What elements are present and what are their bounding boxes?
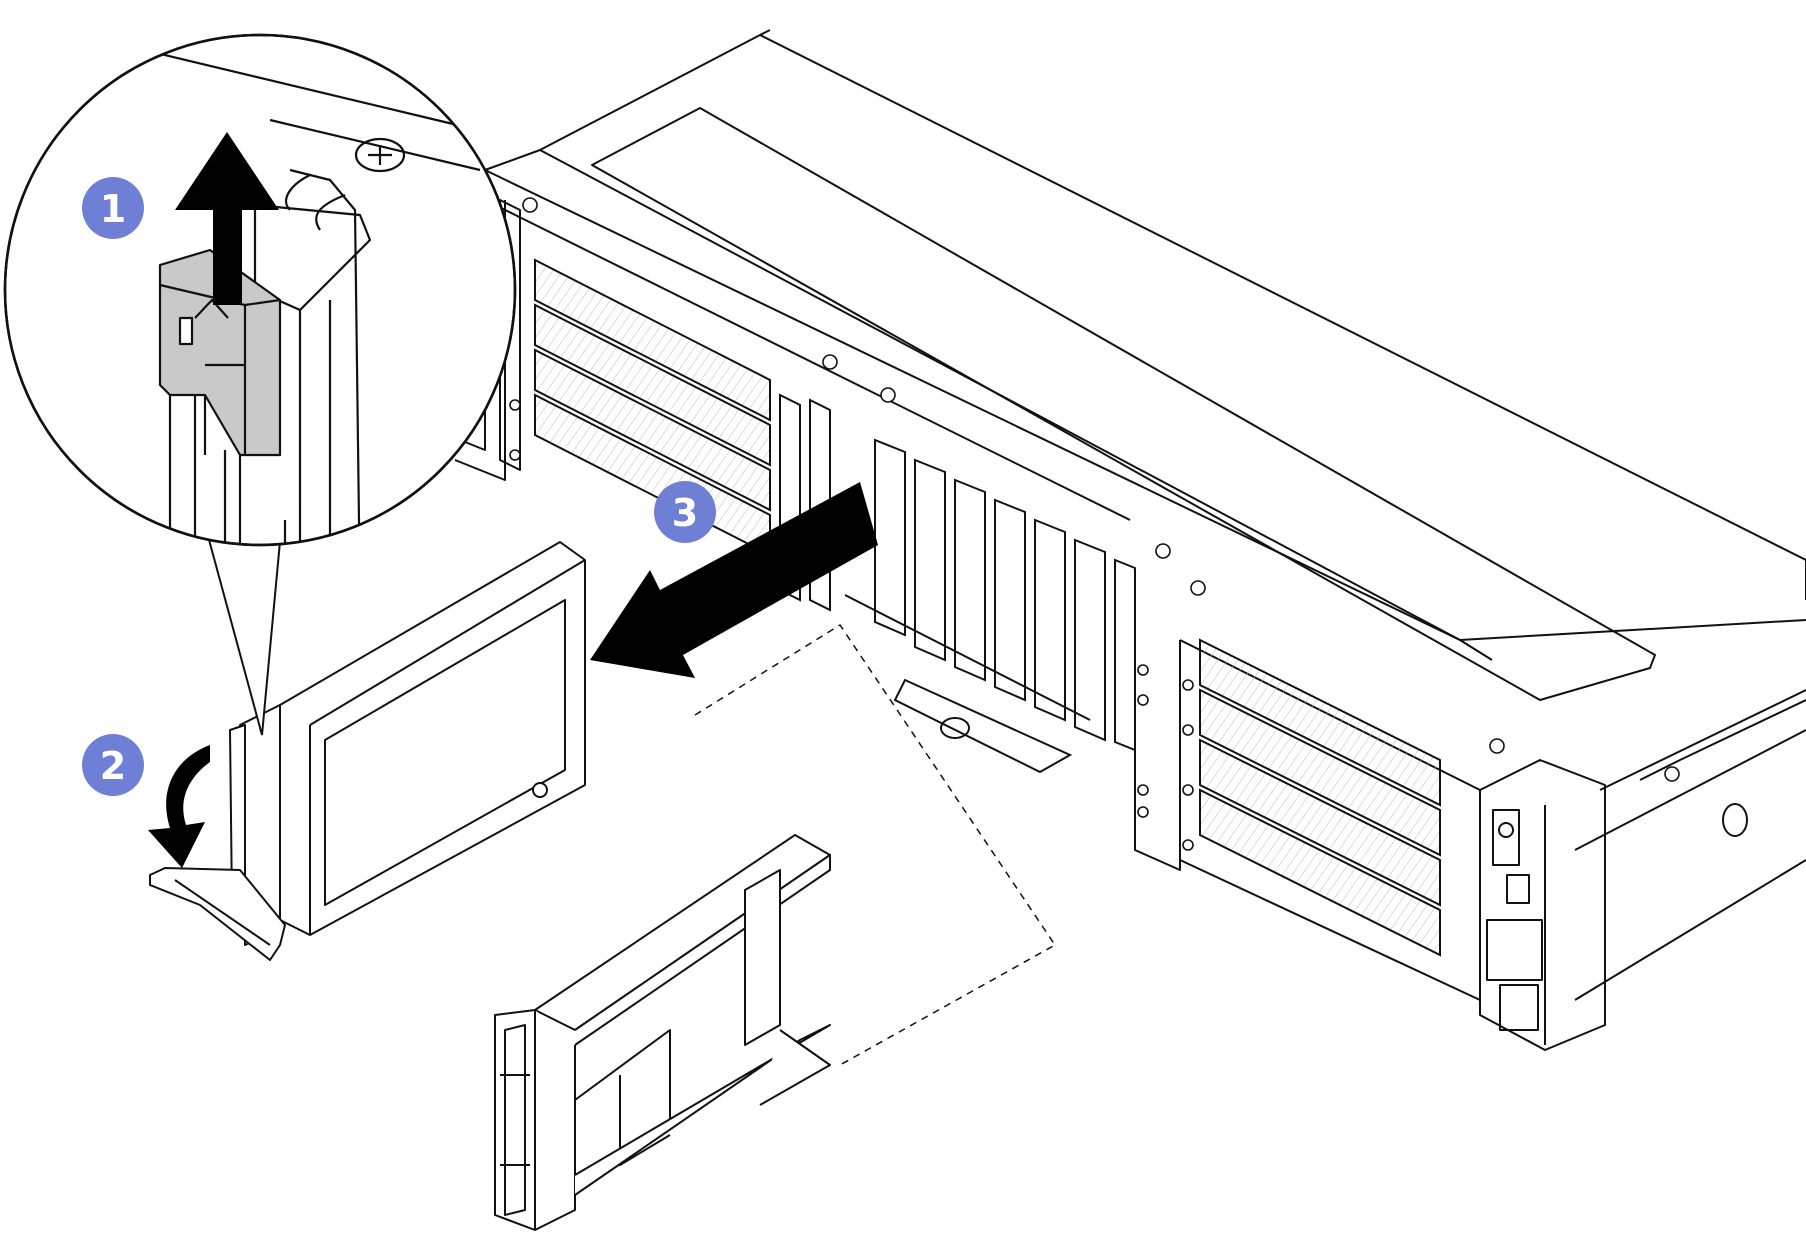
center-drive-slots [844,438,1136,774]
step-badge-2: 2 [82,734,144,796]
step-badge-3: 3 [654,481,716,543]
step-number-2: 2 [100,744,126,788]
arrow-curved-step-2 [148,745,210,868]
drive-filler [494,834,831,1231]
right-drive-bays [1199,638,1441,957]
step-number-3: 3 [672,491,698,535]
arrow-up-step-1 [175,132,279,305]
server-chassis [454,29,1806,1051]
screws [509,197,1680,851]
arrow-left-step-3 [590,482,878,678]
callout-magnifier [3,33,517,736]
hot-swap-drive [149,541,586,961]
filler-placement-outline [694,623,1057,1066]
step-number-1: 1 [100,187,126,231]
step-badge-1: 1 [82,177,144,239]
